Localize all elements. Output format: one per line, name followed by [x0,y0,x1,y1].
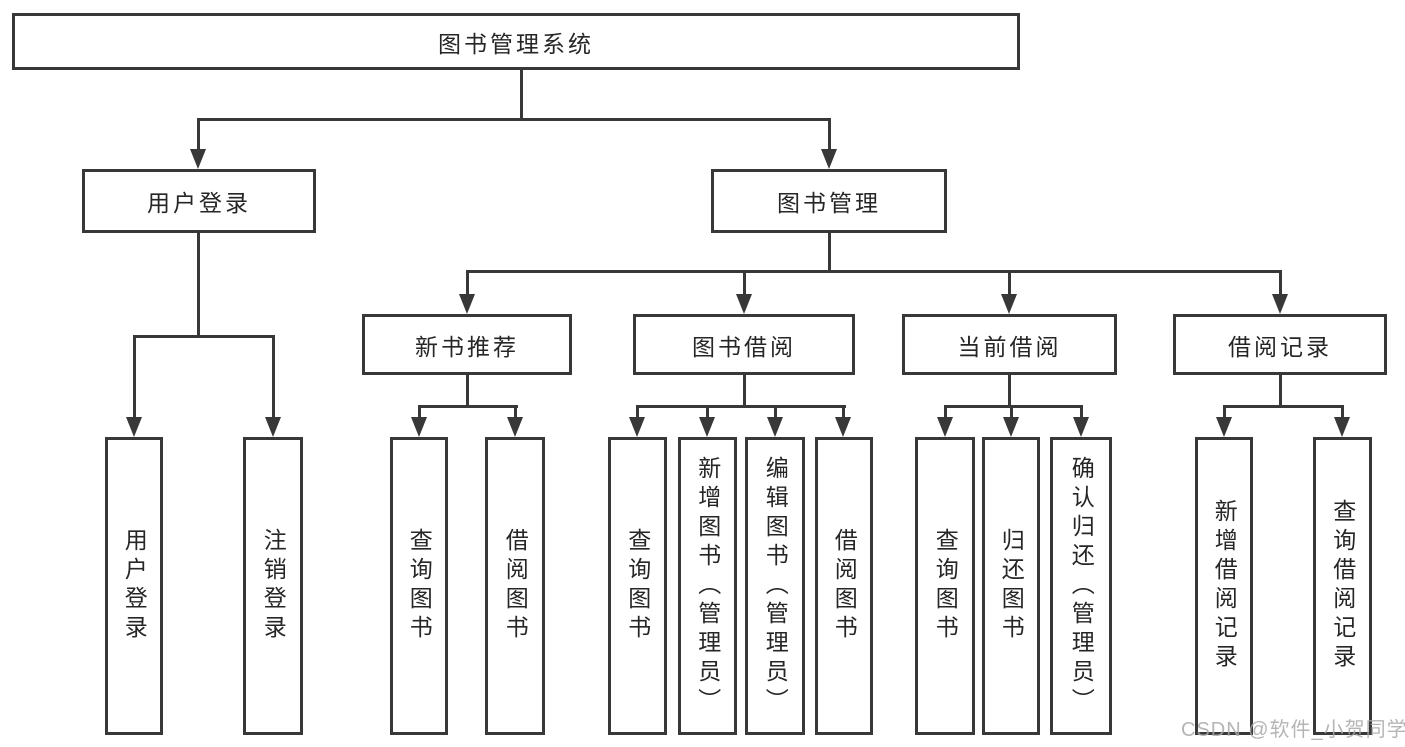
node-label: 图书管理 [777,190,881,216]
arrow-down-icon [736,294,752,314]
connector-line [133,335,275,338]
arrow-down-icon [507,417,523,437]
arrow-down-icon [1073,417,1089,437]
leaf-label: 归还图书 [998,528,1025,644]
leaf-query-borrow-record: 查询借阅记录 [1313,437,1372,735]
leaf-label: 注销登录 [260,528,287,644]
connector-line [418,405,421,419]
connector-line [197,118,200,152]
connector-line [842,405,845,419]
connector-line [197,118,831,121]
connector-line [418,405,518,408]
node-book-borrowing: 图书借阅 [633,314,855,375]
arrow-down-icon [821,149,837,169]
arrow-down-icon [835,417,851,437]
arrow-down-icon [937,417,953,437]
node-library-management-system: 图书管理系统 [12,13,1020,70]
node-borrowing-records: 借阅记录 [1173,314,1387,375]
arrow-down-icon [411,417,427,437]
connector-line [944,405,1083,408]
arrow-down-icon [1003,417,1019,437]
arrow-down-icon [767,417,783,437]
connector-line [1279,270,1282,297]
arrow-down-icon [265,417,281,437]
node-new-book-recommendation: 新书推荐 [362,314,572,375]
leaf-query-books-recommend: 查询图书 [390,437,448,735]
leaf-label: 新增借阅记录 [1211,499,1238,673]
connector-line [706,405,709,419]
arrow-down-icon [1272,294,1288,314]
node-current-borrowing: 当前借阅 [902,314,1117,375]
connector-line [1279,375,1282,408]
leaf-borrow-books-recommend: 借阅图书 [485,437,545,735]
arrow-down-icon [1334,417,1350,437]
leaf-return-books: 归还图书 [982,437,1040,735]
connector-line [1223,405,1344,408]
leaf-logout: 注销登录 [243,437,303,735]
node-label: 借阅记录 [1228,333,1332,360]
connector-line [197,233,200,338]
arrow-down-icon [629,417,645,437]
connector-line [520,70,523,119]
connector-line [1080,405,1083,419]
connector-line [1010,405,1013,419]
connector-line [1008,375,1011,408]
connector-line [774,405,777,419]
node-book-management: 图书管理 [711,169,947,233]
connector-line [1223,405,1226,419]
arrow-down-icon [459,294,475,314]
connector-line [636,405,846,408]
arrow-down-icon [699,417,715,437]
connector-line [743,270,746,297]
leaf-query-books-current: 查询图书 [915,437,975,735]
leaf-label: 查询借阅记录 [1329,499,1356,673]
arrow-down-icon [1216,417,1232,437]
leaf-add-borrow-record: 新增借阅记录 [1195,437,1253,735]
leaf-label: 编辑图书（管理员） [762,455,789,717]
leaf-label: 新增图书（管理员） [694,455,721,717]
connector-line [1008,270,1011,297]
leaf-user-login: 用户登录 [105,437,163,735]
leaf-borrow-books: 借阅图书 [815,437,873,735]
leaf-edit-books-admin: 编辑图书（管理员） [745,437,805,735]
leaf-query-books-borrowing: 查询图书 [608,437,667,735]
connector-line [743,375,746,408]
connector-line [636,405,639,419]
connector-line [1341,405,1344,419]
connector-line [466,375,469,408]
leaf-add-books-admin: 新增图书（管理员） [678,437,737,735]
leaf-label: 确认归还（管理员） [1068,455,1095,717]
node-label: 图书借阅 [692,333,796,360]
watermark: CSDN @软件_小贺同学 [1181,719,1405,741]
node-user-login: 用户登录 [82,169,316,233]
connector-line [828,233,831,273]
connector-line [272,335,275,419]
leaf-label: 借阅图书 [502,528,529,644]
leaf-label: 查询图书 [932,528,959,644]
connector-line [466,270,469,297]
connector-line [514,405,517,419]
leaf-label: 查询图书 [406,528,433,644]
connector-line [133,335,136,419]
leaf-label: 用户登录 [121,528,148,644]
node-label: 新书推荐 [415,333,519,360]
arrow-down-icon [1001,294,1017,314]
connector-line [466,270,1282,273]
leaf-confirm-return-admin: 确认归还（管理员） [1050,437,1112,735]
leaf-label: 借阅图书 [831,528,858,644]
connector-line [944,405,947,419]
arrow-down-icon [126,417,142,437]
arrow-down-icon [190,149,206,169]
connector-line [828,118,831,152]
leaf-label: 查询图书 [624,528,651,644]
node-label: 图书管理系统 [438,30,594,57]
node-label: 当前借阅 [957,333,1062,360]
node-label: 用户登录 [147,190,251,216]
